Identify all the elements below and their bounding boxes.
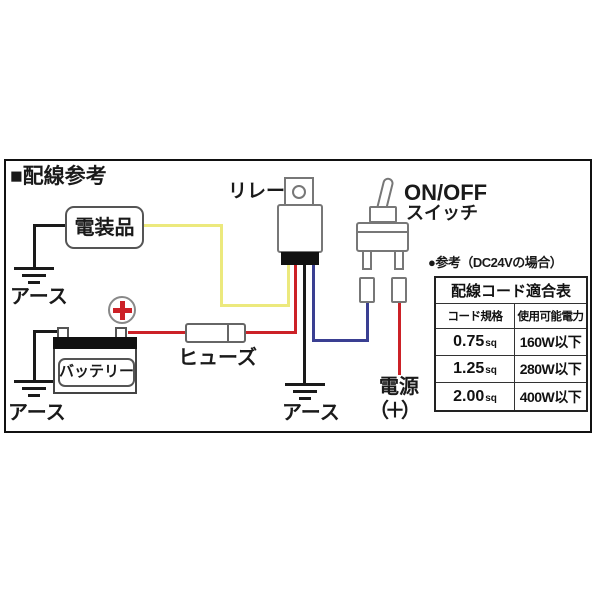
- ground-bar: [285, 383, 325, 386]
- table-col-header-code: コード規格: [436, 303, 514, 328]
- wire-battery-ground-h: [33, 330, 60, 333]
- ground-bar: [28, 394, 40, 397]
- device-box: 電装品: [65, 206, 144, 249]
- power-label-line2: （＋）: [369, 400, 421, 422]
- switch-pin-left: [362, 250, 372, 270]
- ground-bar: [293, 390, 317, 393]
- wire-red-segment-3: [294, 261, 297, 334]
- wire-yellow-segment-1: [144, 224, 223, 227]
- switch-label-line2: スイッチ: [406, 203, 478, 223]
- diagram-title: ■配線参考: [10, 165, 107, 188]
- table-col-header-power: 使用可能電力: [514, 303, 586, 328]
- battery-label-box: バッテリー: [58, 358, 135, 387]
- battery-label: バッテリー: [59, 363, 135, 381]
- wire-yellow-segment-4: [287, 261, 290, 307]
- reference-note: ●参考（DC24Vの場合）: [428, 255, 563, 270]
- switch-terminal-right: [391, 277, 407, 303]
- relay-label: リレー: [228, 181, 286, 202]
- wire-red-segment-2: [245, 331, 297, 334]
- wire-blue-segment-2: [312, 339, 369, 342]
- table-title: 配線コード適合表: [450, 283, 571, 300]
- battery-top-band: [53, 337, 137, 349]
- ground-bar: [14, 267, 54, 270]
- relay-body: [277, 204, 323, 253]
- switch-bushing: [369, 206, 397, 223]
- ground-label-relay: アース: [282, 402, 340, 424]
- table-cell-power: 280W以下: [514, 355, 586, 382]
- wire-blue-segment-1: [312, 261, 315, 342]
- ground-bar: [22, 387, 46, 390]
- wire-device-ground-h: [33, 224, 67, 227]
- switch-terminal-left: [359, 277, 375, 303]
- fuse-body: [185, 323, 246, 343]
- ground-label-battery: アース: [8, 402, 66, 424]
- fuse-label: ヒューズ: [178, 347, 257, 369]
- switch-pin-right: [394, 250, 404, 270]
- switch-body-line: [358, 231, 407, 233]
- table-cell-power: 400W以下: [514, 382, 586, 410]
- wire-blue-segment-3: [366, 301, 369, 342]
- battery-plus-bar-v: [120, 301, 125, 320]
- wire-yellow-segment-3: [220, 304, 290, 307]
- fuse-divider: [227, 324, 229, 342]
- wire-battery-ground-v: [33, 330, 36, 382]
- table-cell-power: 160W以下: [514, 328, 586, 355]
- wire-device-ground-v: [33, 224, 36, 270]
- ground-bar: [22, 274, 46, 277]
- ground-label-device: アース: [10, 286, 68, 308]
- switch-label-line1: ON/OFF: [404, 180, 488, 205]
- device-label: 電装品: [74, 216, 135, 239]
- relay-mount-hole: [292, 185, 306, 199]
- wire-red-power: [398, 301, 401, 375]
- ground-bar: [28, 281, 40, 284]
- wire-yellow-segment-2: [220, 224, 223, 307]
- power-label-line1: 電源: [379, 376, 419, 398]
- ground-bar: [14, 380, 54, 383]
- switch-body: [356, 222, 409, 252]
- wire-red-segment-1: [128, 331, 186, 334]
- wire-black-relay-ground: [303, 261, 306, 385]
- relay-connector: [281, 252, 319, 265]
- ground-bar: [299, 397, 311, 400]
